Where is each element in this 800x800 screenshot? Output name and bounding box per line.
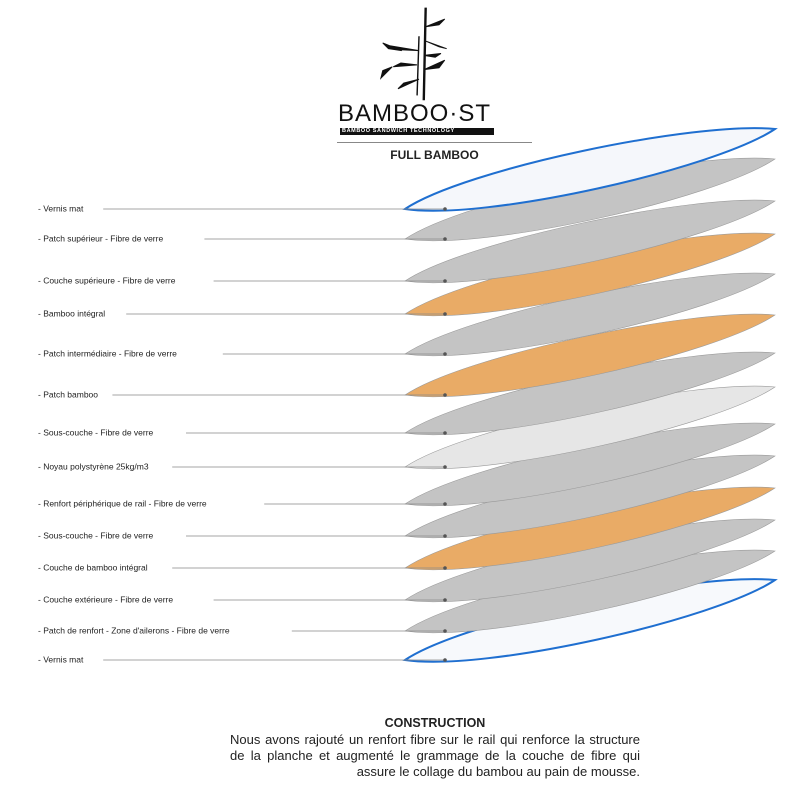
leader-dot [443,566,447,570]
construction-section: CONSTRUCTION Nous avons rajouté un renfo… [230,716,640,780]
layer-label: - Bamboo intégral [38,308,106,319]
layer-label: - Couche de bamboo intégral [38,562,148,573]
layer-label: - Vernis mat [38,203,84,214]
leader-dot [443,207,447,211]
leader-dot [443,629,447,633]
layer-glass [404,272,776,357]
page-subtitle: FULL BAMBOO [390,148,479,162]
leader-dot [443,431,447,435]
leader-dot [443,534,447,538]
layer-label: - Couche extérieure - Fibre de verre [38,594,174,605]
leader-dot [443,465,447,469]
layer-glass [404,422,776,507]
layer-label: - Patch de renfort - Zone d'ailerons - F… [38,625,230,636]
leader-dot [443,598,447,602]
layer-label: - Sous-couche - Fibre de verre [38,427,154,438]
layer-label: - Renfort périphérique de rail - Fibre d… [38,498,207,509]
leader-dot [443,352,447,356]
layer-glass [404,199,776,284]
layer-label: - Sous-couche - Fibre de verre [38,530,154,541]
leader-dot [443,502,447,506]
layer-label: - Patch supérieur - Fibre de verre [38,233,164,244]
layer-label: - Vernis mat [38,654,84,665]
divider [337,142,532,143]
layer-deck [402,127,778,212]
layer-glass [404,351,776,436]
brand-logo: BAMBOO·ST [338,100,492,127]
leader-dot [443,658,447,662]
leader-dot [443,279,447,283]
layer-bamboo [404,313,776,398]
construction-text: Nous avons rajouté un renfort fibre sur … [230,732,640,779]
layer-label: - Patch intermédiaire - Fibre de verre [38,348,177,359]
layer-label: - Couche supérieure - Fibre de verre [38,275,176,286]
leader-dot [443,237,447,241]
brand-tagline: BAMBOO SANDWICH TECHNOLOGY [340,128,494,135]
leader-dot [443,393,447,397]
leader-dot [443,312,447,316]
layer-label: - Patch bamboo [38,389,99,400]
bamboo-plant-logo-icon [379,7,447,101]
layer-label: - Noyau polystyrène 25kg/m3 [38,461,149,472]
construction-title: CONSTRUCTION [384,716,486,730]
